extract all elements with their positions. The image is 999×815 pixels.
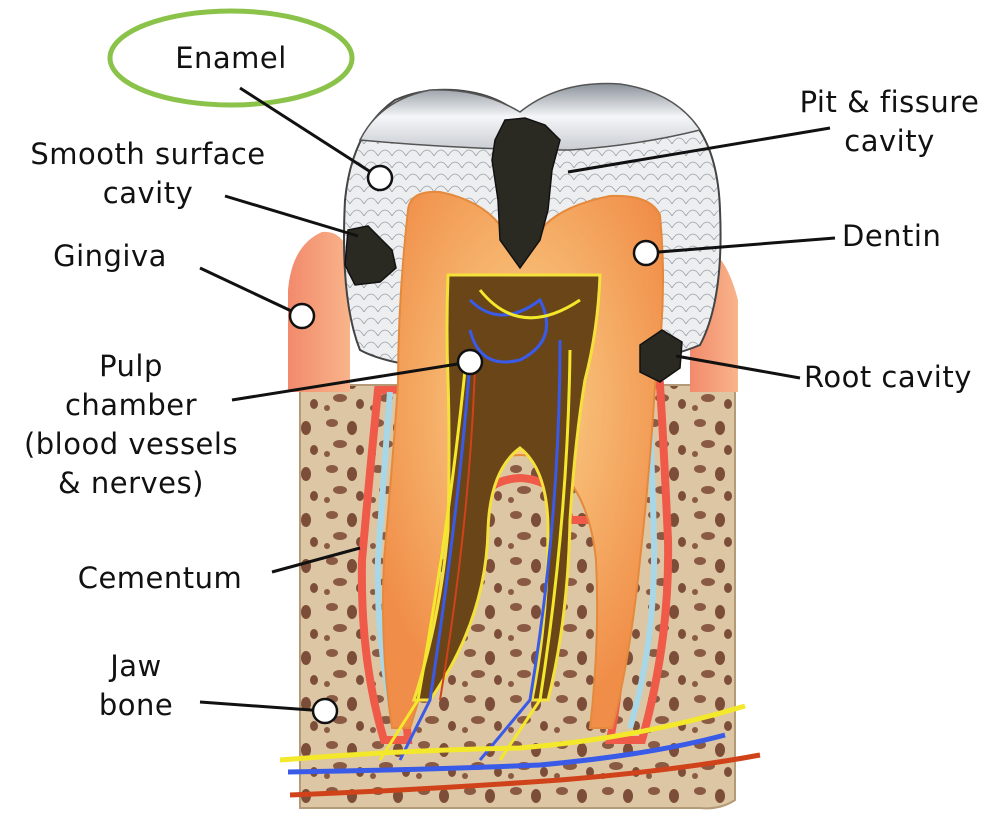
label-gingiva: Gingiva bbox=[30, 237, 190, 276]
label-jaw-bone: Jaw bone bbox=[80, 647, 192, 725]
label-cementum: Cementum bbox=[60, 559, 260, 598]
label-pit-fissure-cavity: Pit & fissure cavity bbox=[782, 83, 997, 161]
label-enamel: Enamel bbox=[150, 39, 312, 78]
label-pulp-chamber: Pulp chamber (blood vessels & nerves) bbox=[2, 347, 260, 503]
label-smooth-surface-cavity: Smooth surface cavity bbox=[8, 135, 288, 213]
label-root-cavity: Root cavity bbox=[804, 358, 996, 397]
label-dentin: Dentin bbox=[842, 217, 982, 256]
